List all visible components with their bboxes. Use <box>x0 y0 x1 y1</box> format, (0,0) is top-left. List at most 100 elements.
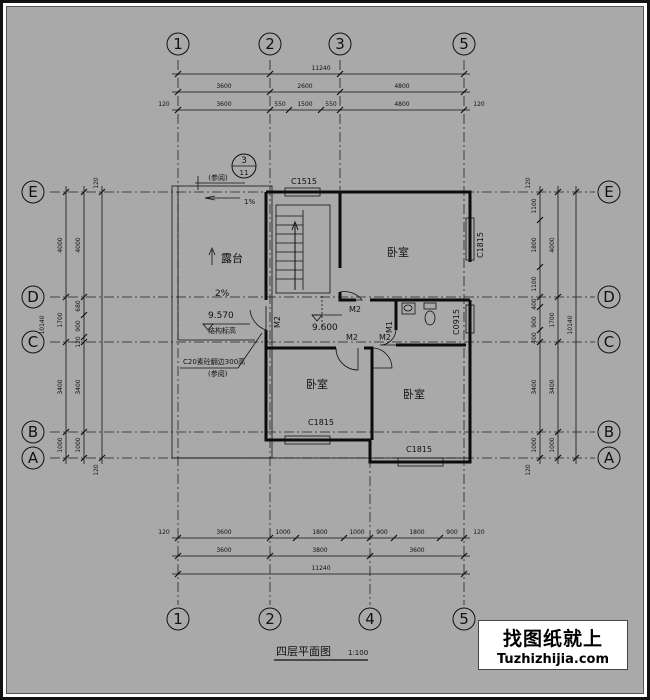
dimension-lines <box>65 73 577 575</box>
axis-top-2: 2 <box>265 35 275 53</box>
dim-right-i7: 3400 <box>531 379 538 394</box>
dimension-ticks <box>62 70 580 578</box>
level-terrace: 9.570 <box>208 311 234 321</box>
room-labels: 露台 卧室 卧室 卧室 <box>221 245 425 401</box>
drawing-title-text: 四层平面图 <box>276 645 331 658</box>
dim-left-total: 10140 <box>39 315 46 334</box>
axis-left-b: B <box>28 423 38 441</box>
axis-right-c: C <box>604 333 614 351</box>
detail-sheet: 11 <box>240 169 249 177</box>
level-texts: 9.570 结构标高 9.600 2% 1% <box>208 198 338 335</box>
dim-right-i3: 1100 <box>531 276 538 291</box>
dim-left-side-b: 120 <box>93 464 100 476</box>
axis-top-3: 3 <box>335 35 345 53</box>
level-markers <box>202 314 342 331</box>
parapet-note-main: C20素砼翻边300高 <box>183 357 245 366</box>
axis-bottom-4: 4 <box>365 610 375 628</box>
axis-bottom-2: 2 <box>265 610 275 628</box>
door-label-5: M1 <box>385 321 394 333</box>
window-labels: C1515 C1815 C0915 C1815 C1815 <box>291 177 485 454</box>
axis-left-e: E <box>28 183 37 201</box>
doors <box>249 291 397 371</box>
dim-top-total: 11240 <box>311 65 330 72</box>
dim-left-o2: 1700 <box>57 312 64 327</box>
axis-bubbles <box>21 32 621 631</box>
dim-right-o1: 4000 <box>549 237 556 252</box>
door-label-1: M2 <box>349 305 361 314</box>
window-label-bed-sw: C1815 <box>308 418 334 427</box>
bottom-dimensions: 3600 1000 1800 1000 900 1800 900 3600 38… <box>158 529 485 572</box>
dim-bot-r1-a: 3600 <box>216 529 231 536</box>
dim-top-side-l: 120 <box>158 101 170 108</box>
dim-bot-r2-c: 3600 <box>409 547 424 554</box>
axis-top-1: 1 <box>173 35 183 53</box>
site-watermark: 找图纸就上 Tuzhizhijia.com <box>478 620 628 670</box>
dim-bot-side-l: 120 <box>158 529 170 536</box>
drawing-sheet <box>6 6 644 694</box>
dim-top-r2-c: 1500 <box>297 101 312 108</box>
dim-top-r1-c: 4800 <box>394 83 409 90</box>
dim-right-o2: 1700 <box>549 312 556 327</box>
window-label-bed-se: C1815 <box>406 445 432 454</box>
dim-top-r2-e: 4800 <box>394 101 409 108</box>
building-walls <box>264 190 472 464</box>
dim-bot-r1-d: 1000 <box>349 529 364 536</box>
axis-left-d: D <box>27 288 39 306</box>
drawing-title: 四层平面图 1:100 <box>274 645 368 661</box>
dim-right-o4: 1000 <box>549 437 556 452</box>
detail-callout: 3 11 (参阅) <box>208 153 257 182</box>
dim-left-o4: 1000 <box>57 437 64 452</box>
room-bedroom-sw: 卧室 <box>306 377 328 391</box>
top-dimensions: 11240 3600 2600 4800 3600 550 1500 550 4… <box>158 65 485 108</box>
dim-right-i8: 1000 <box>531 437 538 452</box>
dim-bot-side-r: 120 <box>473 529 485 536</box>
dim-right-side-t: 120 <box>525 177 532 189</box>
axis-left-c: C <box>28 333 38 351</box>
room-bedroom-ne: 卧室 <box>387 245 409 259</box>
room-terrace: 露台 <box>221 251 243 265</box>
dim-left-side-t: 120 <box>93 177 100 189</box>
detail-number: 3 <box>241 156 247 166</box>
door-label-2: M2 <box>273 316 282 328</box>
room-bedroom-se: 卧室 <box>403 387 425 401</box>
dim-left-i3: 900 <box>75 320 82 332</box>
right-dimensions: 1100 1800 1100 400 900 400 3400 1000 400… <box>525 177 574 476</box>
dim-left-i6: 1000 <box>75 437 82 452</box>
bathroom-fixtures <box>401 302 437 326</box>
dim-top-r2-d: 550 <box>325 101 337 108</box>
axis-bottom-1: 1 <box>173 610 183 628</box>
dim-bot-r1-e: 900 <box>376 529 388 536</box>
dim-left-i1: 4000 <box>75 237 82 252</box>
door-label-4: M2 <box>379 333 391 342</box>
dim-right-side-b: 120 <box>525 464 532 476</box>
dim-right-total: 10140 <box>567 315 574 334</box>
dim-bot-r2-a: 3600 <box>216 547 231 554</box>
axis-right-d: D <box>603 288 615 306</box>
dim-top-r1-b: 2600 <box>297 83 312 90</box>
dim-bot-r1-c: 1800 <box>312 529 327 536</box>
dim-left-i2: 680 <box>75 300 82 312</box>
window-label-bath: C0915 <box>452 309 461 335</box>
axis-top-5: 5 <box>459 35 469 53</box>
dim-top-side-r: 120 <box>473 101 485 108</box>
window-label-east: C1815 <box>476 232 485 258</box>
dim-left-o3: 3400 <box>57 379 64 394</box>
slope-terrace: 2% <box>215 289 230 299</box>
dim-bot-total: 11240 <box>311 565 330 572</box>
drawing-scale: 1:100 <box>348 649 368 657</box>
dim-right-i6: 400 <box>531 332 538 344</box>
dim-left-o1: 4000 <box>57 237 64 252</box>
slope-leaders <box>180 176 263 369</box>
dim-right-i2: 1800 <box>531 237 538 252</box>
watermark-site-url: Tuzhizhijia.com <box>496 652 610 667</box>
dim-bot-r1-f: 1800 <box>409 529 424 536</box>
dim-right-i1: 1100 <box>531 198 538 213</box>
dim-bot-r1-b: 1000 <box>275 529 290 536</box>
dim-left-i5: 3400 <box>75 379 82 394</box>
axis-right-a: A <box>604 449 615 467</box>
slope-gutter: 1% <box>244 198 255 206</box>
axis-bottom-5: 5 <box>459 610 469 628</box>
dim-bot-r2-b: 3800 <box>312 547 327 554</box>
